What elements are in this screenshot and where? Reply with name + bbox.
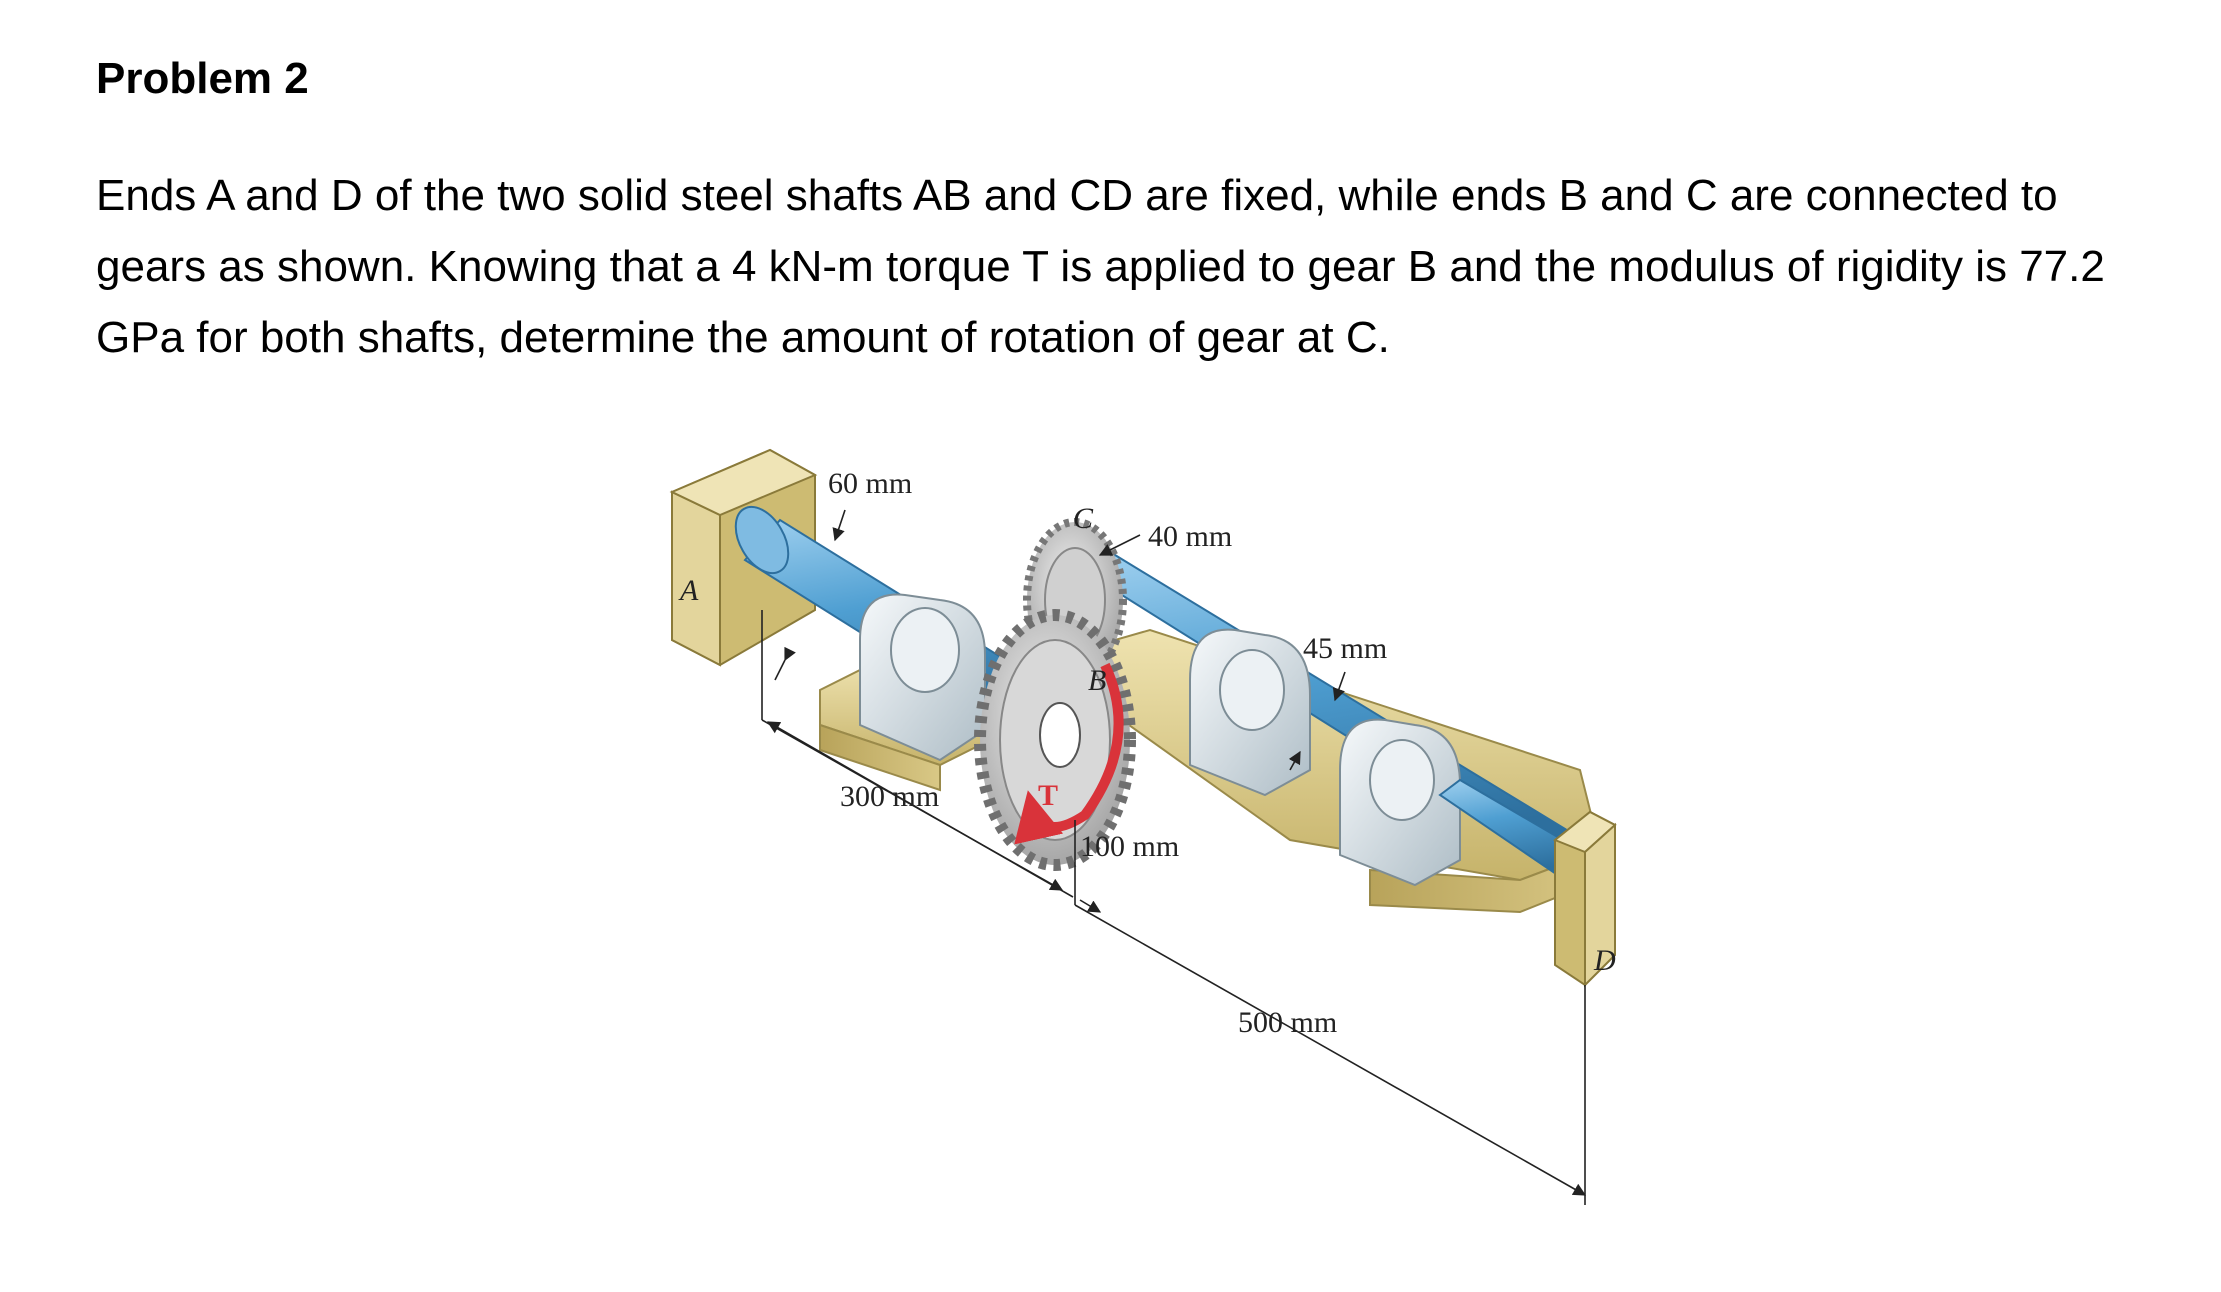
torque-arrow [1014,662,1124,845]
bearing-cd-2 [1339,718,1461,887]
statement-line: Ends A and D of the two solid steel shaf… [96,171,2058,220]
dim-60mm: 60 mm [828,467,912,500]
label-d: D [1593,944,1616,977]
label-a: A [678,574,699,607]
support-a [669,448,818,667]
dim-40mm: 40 mm [1148,520,1232,553]
bearing-ab [859,593,986,762]
label-t: T [1038,779,1058,812]
dim-500mm: 500 mm [1238,1006,1337,1039]
dim-300mm: 300 mm [840,780,939,813]
problem-title: Problem 2 [96,54,309,103]
label-c: C [1073,502,1094,535]
bearing-cd-1 [1189,628,1311,797]
statement-line: GPa for both shafts, determine the amoun… [96,313,1390,362]
dim-45mm: 45 mm [1303,632,1387,665]
statement-line: gears as shown. Knowing that a 4 kN-m to… [96,242,2105,291]
support-d [1553,810,1617,988]
problem-statement: Ends A and D of the two solid steel shaf… [96,160,2196,373]
dimension-lines [761,509,1587,1205]
label-b: B [1088,664,1106,697]
dim-100mm: 100 mm [1080,830,1179,863]
